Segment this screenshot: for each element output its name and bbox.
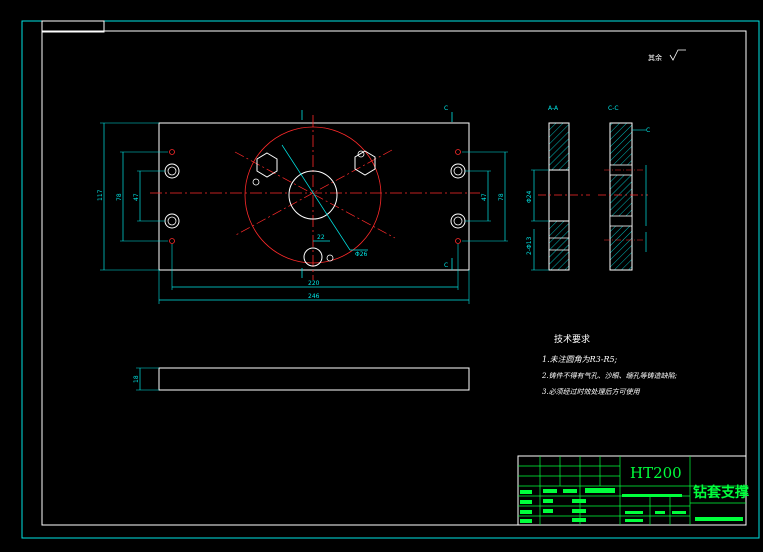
dowel-hole-bottom-right <box>455 238 461 244</box>
sheet-outer-border <box>21 20 760 539</box>
roughness-note-text: 其余 <box>648 53 662 62</box>
dim-side-bore: Φ24 <box>526 190 533 203</box>
dim-bottom-hole-offset: 22 <box>317 234 325 241</box>
part-name-label: 钻套支撑 <box>693 484 749 501</box>
upper-left-boss <box>256 152 278 178</box>
technical-requirements: 技术要求 1.未注圆角为R3-R5; 2.铸件不得有气孔、沙眼、缩孔等铸造缺陷;… <box>541 333 677 396</box>
dimension-hole-spacing-x: 220 <box>171 244 459 290</box>
section-a-bore-void <box>548 169 570 222</box>
title-block-label-bars <box>520 488 743 523</box>
section-c-body-hatch <box>609 122 633 271</box>
upper-left-pin-hole <box>252 178 260 186</box>
section-a-upper-hatch <box>548 122 570 171</box>
mounting-hole-top-left-inner <box>167 166 177 176</box>
section-view-label-c: C-C <box>608 105 619 112</box>
dimension-plate-thickness-c: C <box>632 127 650 252</box>
left-mounting-holes <box>164 149 180 244</box>
dim-right-hole-spacing: 78 <box>498 193 505 201</box>
section-view-label-a: A-A <box>548 105 559 112</box>
section-cut-label-top: C <box>444 105 448 112</box>
mounting-hole-bottom-right <box>450 213 466 229</box>
bottom-plate-outline <box>158 367 470 391</box>
front-view-plate-outline <box>158 122 470 271</box>
tech-requirement-item-2: 2.铸件不得有气孔、沙眼、缩孔等铸造缺陷; <box>541 372 677 380</box>
bottom-plate-view: 18 <box>133 367 470 391</box>
sheet-inner-border <box>41 30 747 526</box>
title-block-frame <box>517 455 747 526</box>
drawing-number-box <box>41 20 105 33</box>
dimension-side-holes: 2-Φ13 <box>526 229 549 271</box>
dim-plate-thickness-c: C <box>646 127 650 134</box>
dimension-overall-width: 246 <box>158 270 470 304</box>
diagonal-centerline-left <box>234 151 396 239</box>
dim-plate-thickness: 18 <box>133 375 140 383</box>
dim-right-inner: 47 <box>481 193 488 201</box>
front-view: C C 246 220 117 <box>97 105 508 304</box>
bottom-pin-hole <box>326 254 334 262</box>
dim-hole-spacing-x: 220 <box>308 280 320 287</box>
dowel-hole-bottom-left <box>169 238 175 244</box>
right-mounting-holes <box>450 149 466 244</box>
dim-left-inner: 47 <box>133 193 140 201</box>
leader-center-bore: Φ26 <box>281 144 368 258</box>
dim-center-bore: Φ26 <box>355 251 368 258</box>
roughness-symbol-icon <box>669 49 686 61</box>
dowel-hole-top-left <box>169 149 175 155</box>
dimension-overall-height: 117 <box>97 122 159 271</box>
tech-requirement-item-3: 3.必须经过时效处理后方可使用 <box>542 388 641 396</box>
dimension-bottom-hole-offset: 22 <box>313 234 330 242</box>
mounting-hole-bottom-left <box>164 213 180 229</box>
dimension-left-hole-spacing: 78 <box>116 151 168 242</box>
diagonal-centerline-right <box>233 149 393 237</box>
section-cut-marker-bottom: C <box>444 258 453 270</box>
dim-side-holes: 2-Φ13 <box>526 236 533 255</box>
dimension-right-hole-spacing: 78 <box>462 151 508 242</box>
material-label: HT200 <box>630 464 682 482</box>
mounting-hole-top-left <box>164 163 180 179</box>
section-c-lower-slot <box>609 215 633 227</box>
mounting-hole-top-right <box>450 163 466 179</box>
bottom-hole <box>303 247 323 267</box>
dimension-plate-thickness: 18 <box>133 367 159 391</box>
dimension-right-inner: 47 <box>465 170 491 222</box>
dim-overall-height: 117 <box>97 189 104 201</box>
dowel-hole-top-right <box>455 149 461 155</box>
center-bore <box>288 170 338 220</box>
title-block-grid <box>518 456 746 525</box>
side-section-a: A-A Φ24 2-Φ13 <box>526 105 590 271</box>
mounting-hole-bottom-left-inner <box>167 216 177 226</box>
dim-left-hole-spacing: 78 <box>116 193 123 201</box>
section-cut-label-bottom: C <box>444 262 448 269</box>
upper-right-boss <box>354 150 376 176</box>
side-section-c: C-C C <box>598 105 650 271</box>
section-cut-marker-top: C <box>444 105 453 122</box>
tech-requirement-item-1: 1.未注圆角为R3-R5; <box>542 355 618 364</box>
roughness-note: 其余 <box>648 49 686 62</box>
upper-right-pin-hole <box>357 150 365 158</box>
mounting-hole-bottom-right-inner <box>453 216 463 226</box>
dim-overall-width: 246 <box>308 293 320 300</box>
title-block: HT200 钻套支撑 <box>517 455 749 526</box>
section-a-lower-hatch <box>548 220 570 271</box>
dimension-left-inner: 47 <box>133 170 165 222</box>
tech-requirements-title: 技术要求 <box>554 333 590 345</box>
dimension-side-bore: Φ24 <box>526 169 549 222</box>
mounting-hole-top-right-inner <box>453 166 463 176</box>
pitch-circle <box>244 126 382 264</box>
